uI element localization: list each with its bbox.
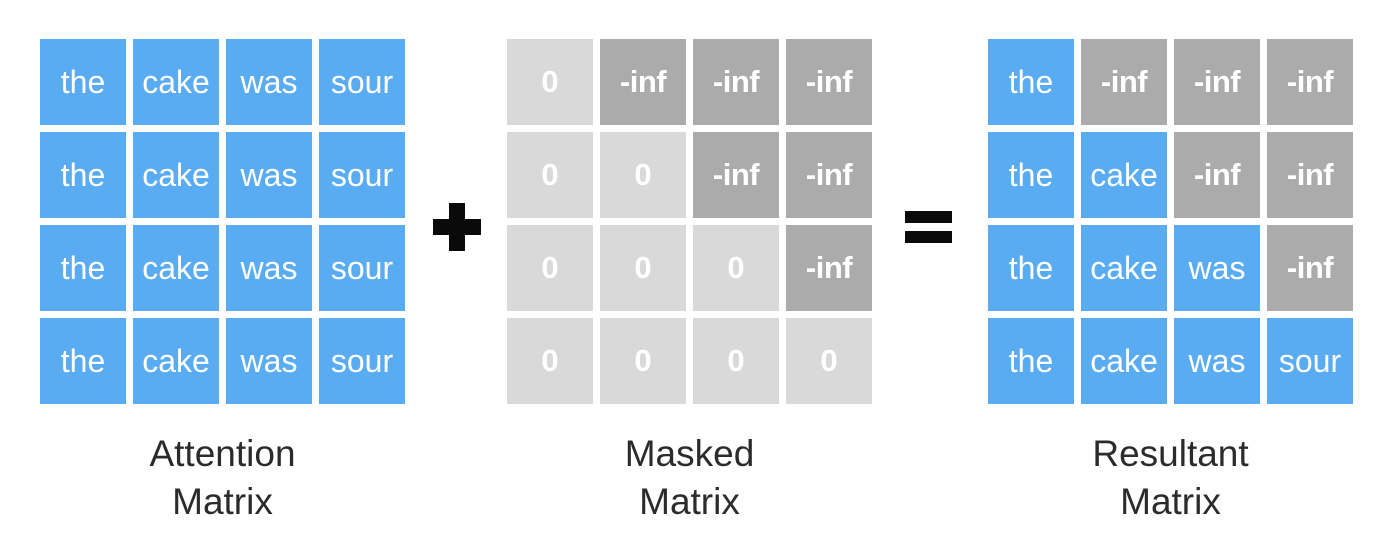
resultant-matrix-caption: Resultant Matrix — [988, 430, 1353, 526]
masked-matrix-cell: -inf — [786, 225, 872, 311]
attention-matrix-cell: the — [40, 132, 126, 218]
attention-matrix-cell: the — [40, 318, 126, 404]
masked-matrix-caption-line1: Masked — [624, 433, 755, 474]
masked-matrix-cell: 0 — [507, 225, 593, 311]
masked-matrix-cell: 0 — [600, 225, 686, 311]
masked-matrix-cell: 0 — [693, 318, 779, 404]
masked-matrix-cell: -inf — [786, 132, 872, 218]
resultant-matrix-cell: -inf — [1267, 132, 1353, 218]
equals-bottom-bar — [905, 231, 952, 243]
attention-matrix-caption: Attention Matrix — [40, 430, 405, 526]
attention-matrix-cell: sour — [319, 318, 405, 404]
attention-matrix-cell: was — [226, 39, 312, 125]
masked-matrix-cell: -inf — [786, 39, 872, 125]
masked-matrix-cell: -inf — [600, 39, 686, 125]
resultant-matrix-cell: the — [988, 39, 1074, 125]
equals-icon — [905, 211, 952, 243]
attention-matrix-cell: sour — [319, 132, 405, 218]
resultant-matrix-cell: -inf — [1174, 39, 1260, 125]
attention-matrix-cell: the — [40, 39, 126, 125]
attention-matrix-cell: cake — [133, 318, 219, 404]
masked-matrix-cell: 0 — [600, 318, 686, 404]
resultant-matrix-cell: cake — [1081, 225, 1167, 311]
resultant-matrix-cell: the — [988, 318, 1074, 404]
attention-matrix-caption-line2: Matrix — [172, 481, 273, 522]
attention-matrix-cell: was — [226, 225, 312, 311]
resultant-matrix-cell: cake — [1081, 318, 1167, 404]
resultant-matrix-caption-line2: Matrix — [1120, 481, 1221, 522]
masked-matrix-cell: 0 — [786, 318, 872, 404]
resultant-matrix-cell: the — [988, 132, 1074, 218]
masked-matrix-cell: 0 — [507, 318, 593, 404]
resultant-matrix-cell: -inf — [1267, 225, 1353, 311]
resultant-matrix-cell: -inf — [1081, 39, 1167, 125]
attention-matrix-cell: sour — [319, 39, 405, 125]
equals-top-bar — [905, 211, 952, 223]
resultant-matrix-cell: sour — [1267, 318, 1353, 404]
masked-matrix-cell: -inf — [693, 132, 779, 218]
resultant-matrix-cell: the — [988, 225, 1074, 311]
attention-matrix-caption-line1: Attention — [149, 433, 296, 474]
attention-matrix-cell: the — [40, 225, 126, 311]
attention-matrix-cell: cake — [133, 225, 219, 311]
resultant-matrix-cell: -inf — [1174, 132, 1260, 218]
attention-matrix-cell: was — [226, 132, 312, 218]
masked-matrix-cell: -inf — [693, 39, 779, 125]
resultant-matrix-caption-line1: Resultant — [1092, 433, 1249, 474]
resultant-matrix-cell: -inf — [1267, 39, 1353, 125]
resultant-matrix-cell: was — [1174, 318, 1260, 404]
attention-matrix-cell: cake — [133, 39, 219, 125]
attention-matrix-cell: was — [226, 318, 312, 404]
plus-icon — [433, 203, 481, 251]
attention-matrix-cell: cake — [133, 132, 219, 218]
masked-matrix-cell: 0 — [600, 132, 686, 218]
resultant-matrix-cell: was — [1174, 225, 1260, 311]
masked-matrix-caption-line2: Matrix — [639, 481, 740, 522]
masked-matrix-cell: 0 — [507, 39, 593, 125]
attention-matrix-cell: sour — [319, 225, 405, 311]
resultant-matrix-cell: cake — [1081, 132, 1167, 218]
masked-matrix-caption: Masked Matrix — [507, 430, 872, 526]
masked-matrix-cell: 0 — [693, 225, 779, 311]
masked-matrix-cell: 0 — [507, 132, 593, 218]
